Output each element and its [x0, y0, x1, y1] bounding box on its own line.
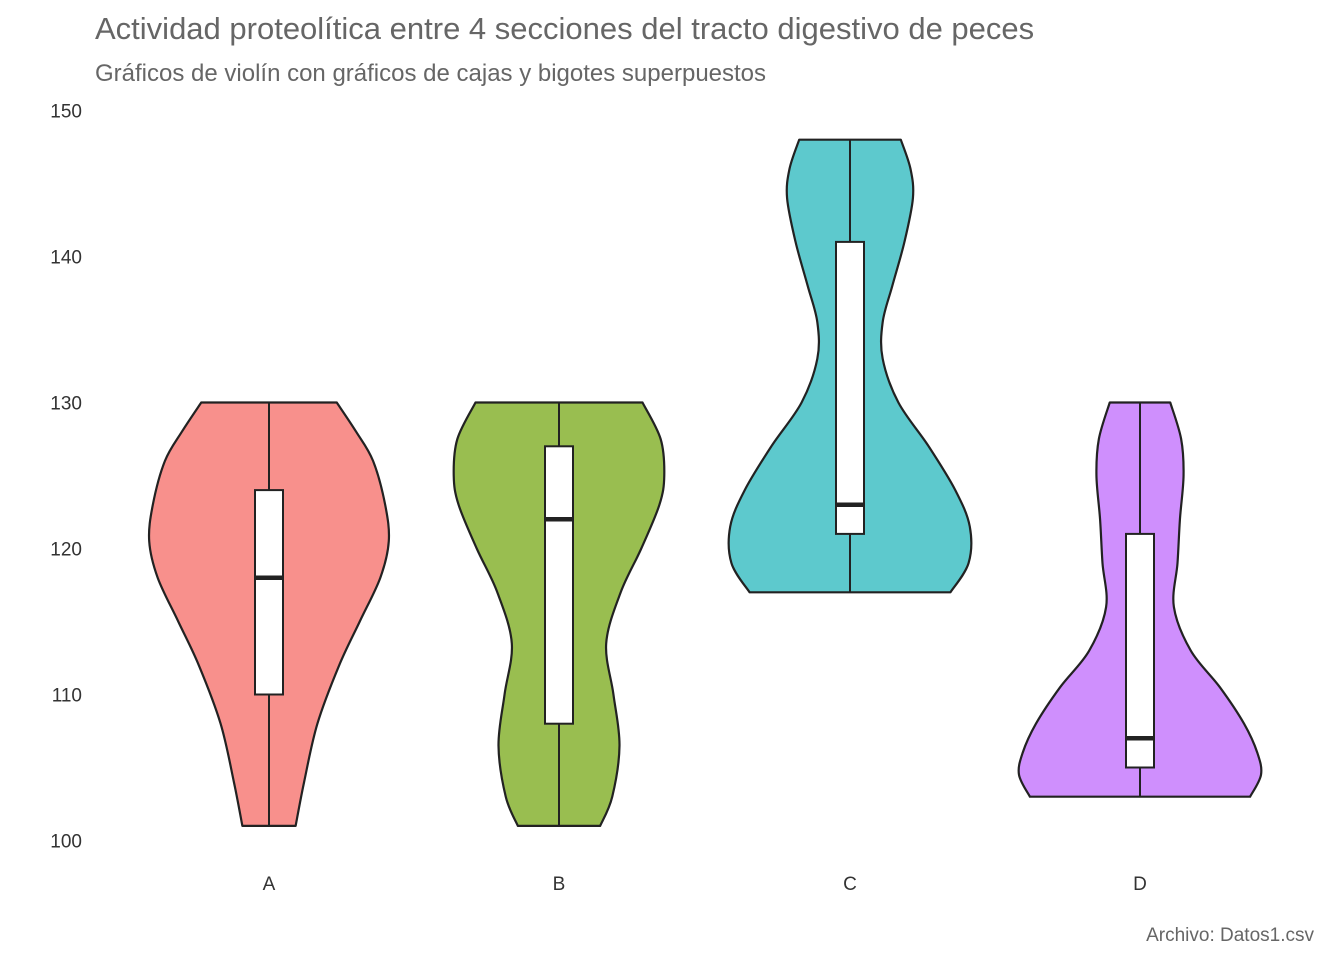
x-tick-label: D [1133, 874, 1147, 895]
y-tick-label: 130 [50, 394, 82, 415]
box-B [544, 445, 574, 725]
chart-title: Actividad proteolítica entre 4 secciones… [95, 11, 1034, 46]
violin-group-D [1017, 401, 1263, 798]
violin-group-B [452, 401, 666, 827]
y-tick-label: 110 [52, 686, 82, 707]
x-tick-label: C [843, 874, 857, 895]
plot-area [147, 138, 1263, 827]
violin-group-A [147, 401, 391, 827]
y-axis: 100 110 120 130 140 150 [50, 102, 82, 853]
violin-group-C [727, 138, 973, 594]
y-tick-label: 140 [50, 248, 82, 269]
chart-caption: Archivo: Datos1.csv [1146, 925, 1314, 946]
y-tick-label: 100 [50, 832, 82, 853]
y-tick-label: 150 [50, 102, 82, 123]
chart-subtitle: Gráficos de violín con gráficos de cajas… [95, 60, 766, 87]
x-tick-label: B [553, 874, 566, 895]
box-C [835, 240, 865, 535]
box-A [254, 489, 284, 696]
box-D [1125, 532, 1155, 769]
x-tick-label: A [263, 874, 276, 895]
x-axis: A B C D [263, 874, 1147, 895]
y-tick-label: 120 [50, 540, 82, 561]
